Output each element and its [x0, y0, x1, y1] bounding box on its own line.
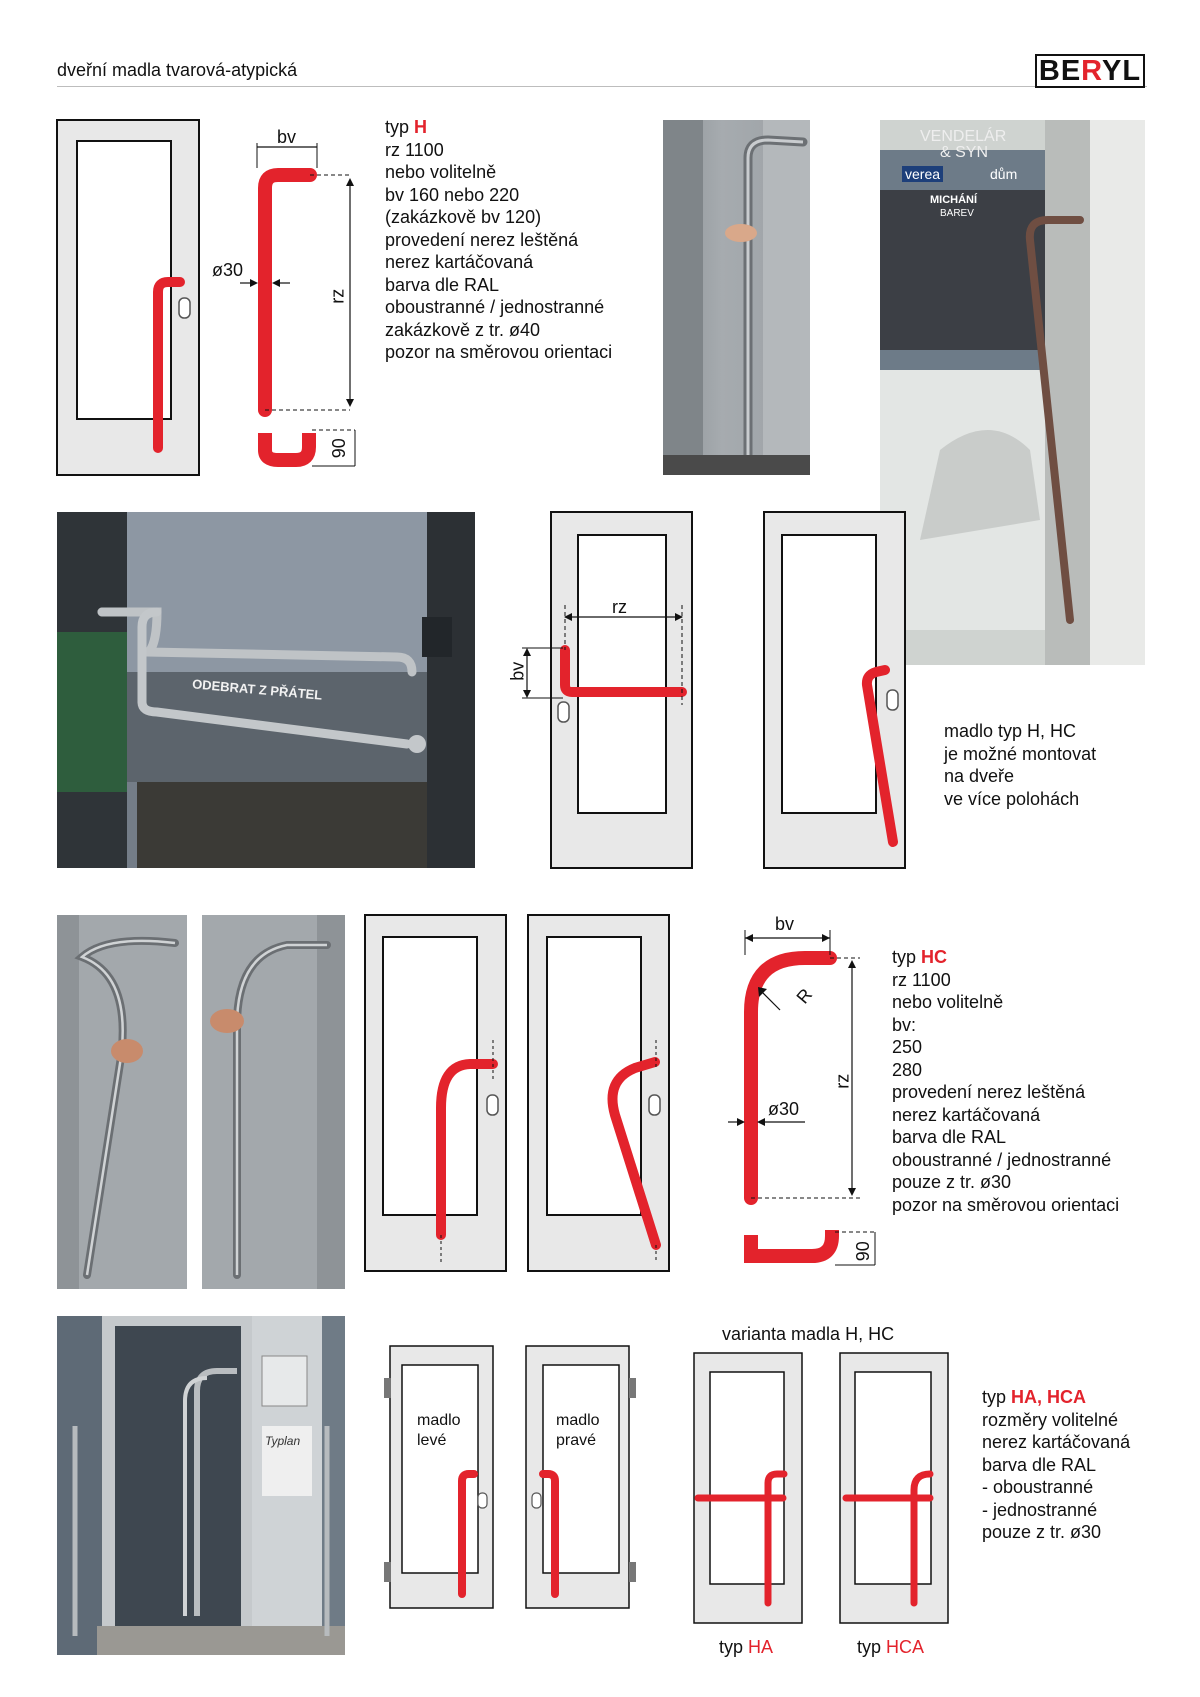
photo-entrance-door: Typlan — [57, 1316, 345, 1655]
typ-h-heading: typ H — [385, 117, 428, 137]
typ-ha-spec: typ HA, HCA rozměry volitelné nerez kart… — [982, 1387, 1131, 1542]
page-title: dveřní madla tvarová-atypická — [57, 60, 298, 80]
hc-dim-diameter-label: ø30 — [768, 1099, 800, 1119]
shop-sign-barev: BAREV — [940, 208, 974, 219]
photo-hc-right — [202, 915, 345, 1289]
typ-h-spec: typ H rz 1100 nebo volitelně bv 160 nebo… — [385, 117, 613, 362]
photo-hc-left — [57, 915, 187, 1289]
shop-sign-vendelar: VENDELÁR — [920, 128, 1007, 145]
dim-diameter-label: ø30 — [212, 260, 244, 280]
beryl-logo: BERYL — [1035, 54, 1145, 88]
shop-sign-syn: & SYN — [940, 144, 989, 161]
variants-title: varianta madla H, HC — [722, 1324, 895, 1344]
dim-bv-label: bv — [277, 127, 297, 147]
shop-sign-verea: verea — [902, 166, 944, 182]
typ-ha-heading: typ HA, HCA — [982, 1387, 1087, 1407]
entrance-sign-text: Typlan — [265, 1434, 301, 1448]
header-divider — [57, 86, 1147, 87]
mount-rz-label: rz — [612, 597, 627, 617]
photo-shop-door: VENDELÁR & SYN verea dům MICHÁNÍ BAREV — [880, 120, 1145, 665]
typ-hc-spec: typ HC rz 1100 nebo volitelně bv: 250 28… — [892, 947, 1120, 1215]
mount-note: madlo typ H, HC je možné montovat na dve… — [944, 721, 1097, 809]
hca-caption: typ HCA — [857, 1637, 925, 1657]
ha-caption: typ HA — [719, 1637, 774, 1657]
typ-hc-heading: typ HC — [892, 947, 948, 967]
photo-hand-handle-h — [663, 120, 810, 475]
shop-sign-michani: MICHÁNÍ — [930, 194, 978, 206]
shop-sign-dum: dům — [990, 166, 1018, 182]
photo-glass-door: ODEBRAT Z PŘÁTEL — [57, 512, 475, 868]
hc-dim-bv-label: bv — [775, 914, 795, 934]
